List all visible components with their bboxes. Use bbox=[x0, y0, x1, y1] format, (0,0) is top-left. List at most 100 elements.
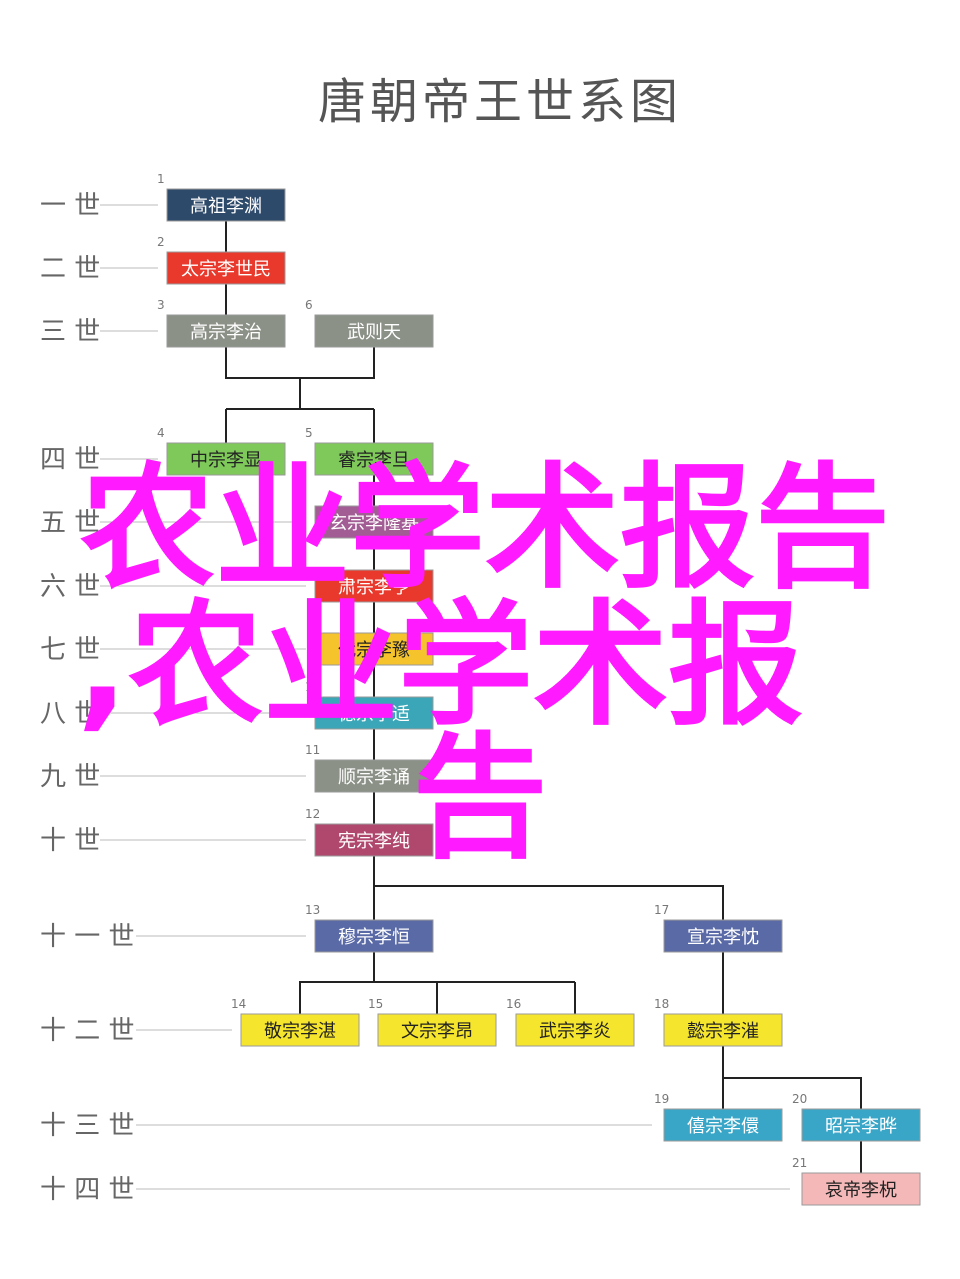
generation-label: 二 世 bbox=[40, 254, 100, 284]
ruler-name: 玄宗李隆基 bbox=[329, 513, 419, 534]
ruler-name: 武则天 bbox=[347, 322, 401, 343]
ruler-box bbox=[314, 759, 434, 793]
ruler-node: 代宗李豫 bbox=[314, 632, 434, 666]
ruler-box bbox=[801, 1172, 921, 1206]
link-gen3-couple bbox=[225, 347, 375, 379]
ruler-node: 文宗李昂 15 bbox=[368, 997, 497, 1047]
ruler-node: 德宗李适 10 bbox=[305, 680, 434, 730]
ruler-name: 敬宗李湛 bbox=[264, 1021, 336, 1042]
generation-label: 三 世 bbox=[40, 317, 100, 347]
ruler-node: 武则天 6 bbox=[305, 298, 434, 348]
ruler-name: 穆宗李恒 bbox=[338, 927, 410, 948]
ruler-order-number: 11 bbox=[305, 743, 320, 757]
generation-label: 七 世 bbox=[40, 635, 100, 665]
ruler-box bbox=[314, 505, 434, 539]
link-gen3-gen4 bbox=[225, 378, 375, 443]
ruler-order-number: 3 bbox=[157, 298, 165, 312]
ruler-box bbox=[515, 1013, 635, 1047]
ruler-name: 文宗李昂 bbox=[401, 1021, 473, 1042]
ruler-box bbox=[314, 919, 434, 953]
ruler-order-number: 14 bbox=[231, 997, 246, 1011]
ruler-box bbox=[663, 1108, 783, 1142]
generation-label: 十 三 世 bbox=[40, 1111, 135, 1141]
ruler-node: 敬宗李湛 14 bbox=[231, 997, 360, 1047]
ruler-order-number: 1 bbox=[157, 172, 165, 186]
diagram-title: 唐朝帝王世系图 bbox=[318, 74, 682, 130]
ruler-name: 代宗李豫 bbox=[338, 640, 410, 661]
ruler-node: 穆宗李恒 13 bbox=[305, 903, 434, 953]
ruler-order-number: 18 bbox=[654, 997, 669, 1011]
ruler-node: 僖宗李儇 19 bbox=[654, 1092, 783, 1142]
ruler-order-number: 2 bbox=[157, 235, 165, 249]
generation-rows: 一 世二 世三 世四 世五 世六 世七 世八 世九 世十 世十 一 世十 二 世… bbox=[40, 191, 790, 1205]
ruler-node: 昭宗李晔 20 bbox=[792, 1092, 921, 1142]
ruler-name: 宪宗李纯 bbox=[338, 831, 410, 852]
ruler-node: 高祖李渊 1 bbox=[157, 172, 286, 222]
ruler-box bbox=[166, 251, 286, 285]
ruler-box bbox=[377, 1013, 497, 1047]
ruler-order-number: 19 bbox=[654, 1092, 669, 1106]
ruler-order-number: 13 bbox=[305, 903, 320, 917]
ruler-order-number: 21 bbox=[792, 1156, 807, 1170]
ruler-box bbox=[314, 632, 434, 666]
link-gen11-gen12-left bbox=[299, 952, 576, 1014]
ruler-node: 顺宗李诵 11 bbox=[305, 743, 434, 793]
ruler-name: 睿宗李旦 bbox=[338, 450, 410, 471]
ruler-order-number: 17 bbox=[654, 903, 669, 917]
generation-label: 八 世 bbox=[40, 699, 100, 729]
generation-label: 九 世 bbox=[40, 762, 100, 792]
ruler-name: 昭宗李晔 bbox=[825, 1116, 897, 1137]
ruler-boxes: 高祖李渊1太宗李世民2高宗李治3武则天6中宗李显4睿宗李旦5玄宗李隆基肃宗李亨代… bbox=[157, 172, 921, 1206]
overlay-line-1: 农业学术报告 bbox=[80, 450, 890, 607]
ruler-order-number: 16 bbox=[506, 997, 521, 1011]
ruler-node: 高宗李治 3 bbox=[157, 298, 286, 348]
ruler-name: 德宗李适 bbox=[338, 704, 410, 725]
ruler-box bbox=[663, 919, 783, 953]
generation-label: 六 世 bbox=[40, 572, 100, 602]
ruler-order-number: 15 bbox=[368, 997, 383, 1011]
generation-label: 五 世 bbox=[40, 508, 100, 538]
generation-label: 十 四 世 bbox=[40, 1175, 135, 1205]
ruler-name: 懿宗李漼 bbox=[687, 1021, 759, 1042]
ruler-box bbox=[663, 1013, 783, 1047]
link-gen10-gen11 bbox=[373, 856, 724, 920]
ruler-box bbox=[314, 442, 434, 476]
ruler-name: 肃宗李亨 bbox=[338, 577, 410, 598]
ruler-box bbox=[314, 696, 434, 730]
overlay-line-3: 告 bbox=[413, 720, 548, 877]
ruler-name: 顺宗李诵 bbox=[338, 767, 410, 788]
ruler-order-number: 20 bbox=[792, 1092, 807, 1106]
ruler-name: 中宗李显 bbox=[190, 450, 262, 471]
ruler-box bbox=[314, 569, 434, 603]
link-gen12-gen13 bbox=[722, 1046, 862, 1109]
ruler-node: 武宗李炎 16 bbox=[506, 997, 635, 1047]
ruler-node: 哀帝李柷 21 bbox=[792, 1156, 921, 1206]
ruler-name: 武宗李炎 bbox=[539, 1021, 611, 1042]
ruler-box bbox=[801, 1108, 921, 1142]
generation-label: 十 二 世 bbox=[40, 1016, 135, 1046]
generation-label: 十 世 bbox=[40, 826, 100, 856]
ruler-name: 哀帝李柷 bbox=[825, 1180, 897, 1201]
generation-label: 一 世 bbox=[40, 191, 100, 221]
ruler-node: 玄宗李隆基 bbox=[314, 505, 434, 539]
ruler-node: 宪宗李纯 12 bbox=[305, 807, 434, 857]
ruler-order-number: 12 bbox=[305, 807, 320, 821]
ruler-box bbox=[314, 314, 434, 348]
ruler-box bbox=[166, 188, 286, 222]
ruler-order-number: 10 bbox=[305, 680, 320, 694]
overlay-line-2: ,农业学术报 bbox=[77, 587, 803, 744]
ruler-name: 高宗李治 bbox=[190, 322, 262, 343]
ruler-node: 懿宗李漼 18 bbox=[654, 997, 783, 1047]
ruler-node: 肃宗李亨 bbox=[314, 569, 434, 603]
ruler-name: 僖宗李儇 bbox=[687, 1116, 759, 1137]
ruler-box bbox=[314, 823, 434, 857]
ruler-box bbox=[166, 442, 286, 476]
ruler-box bbox=[166, 314, 286, 348]
lineage-links bbox=[225, 221, 862, 1173]
ruler-name: 高祖李渊 bbox=[190, 196, 262, 217]
ruler-name: 宣宗李忱 bbox=[687, 927, 759, 948]
ruler-order-number: 6 bbox=[305, 298, 313, 312]
